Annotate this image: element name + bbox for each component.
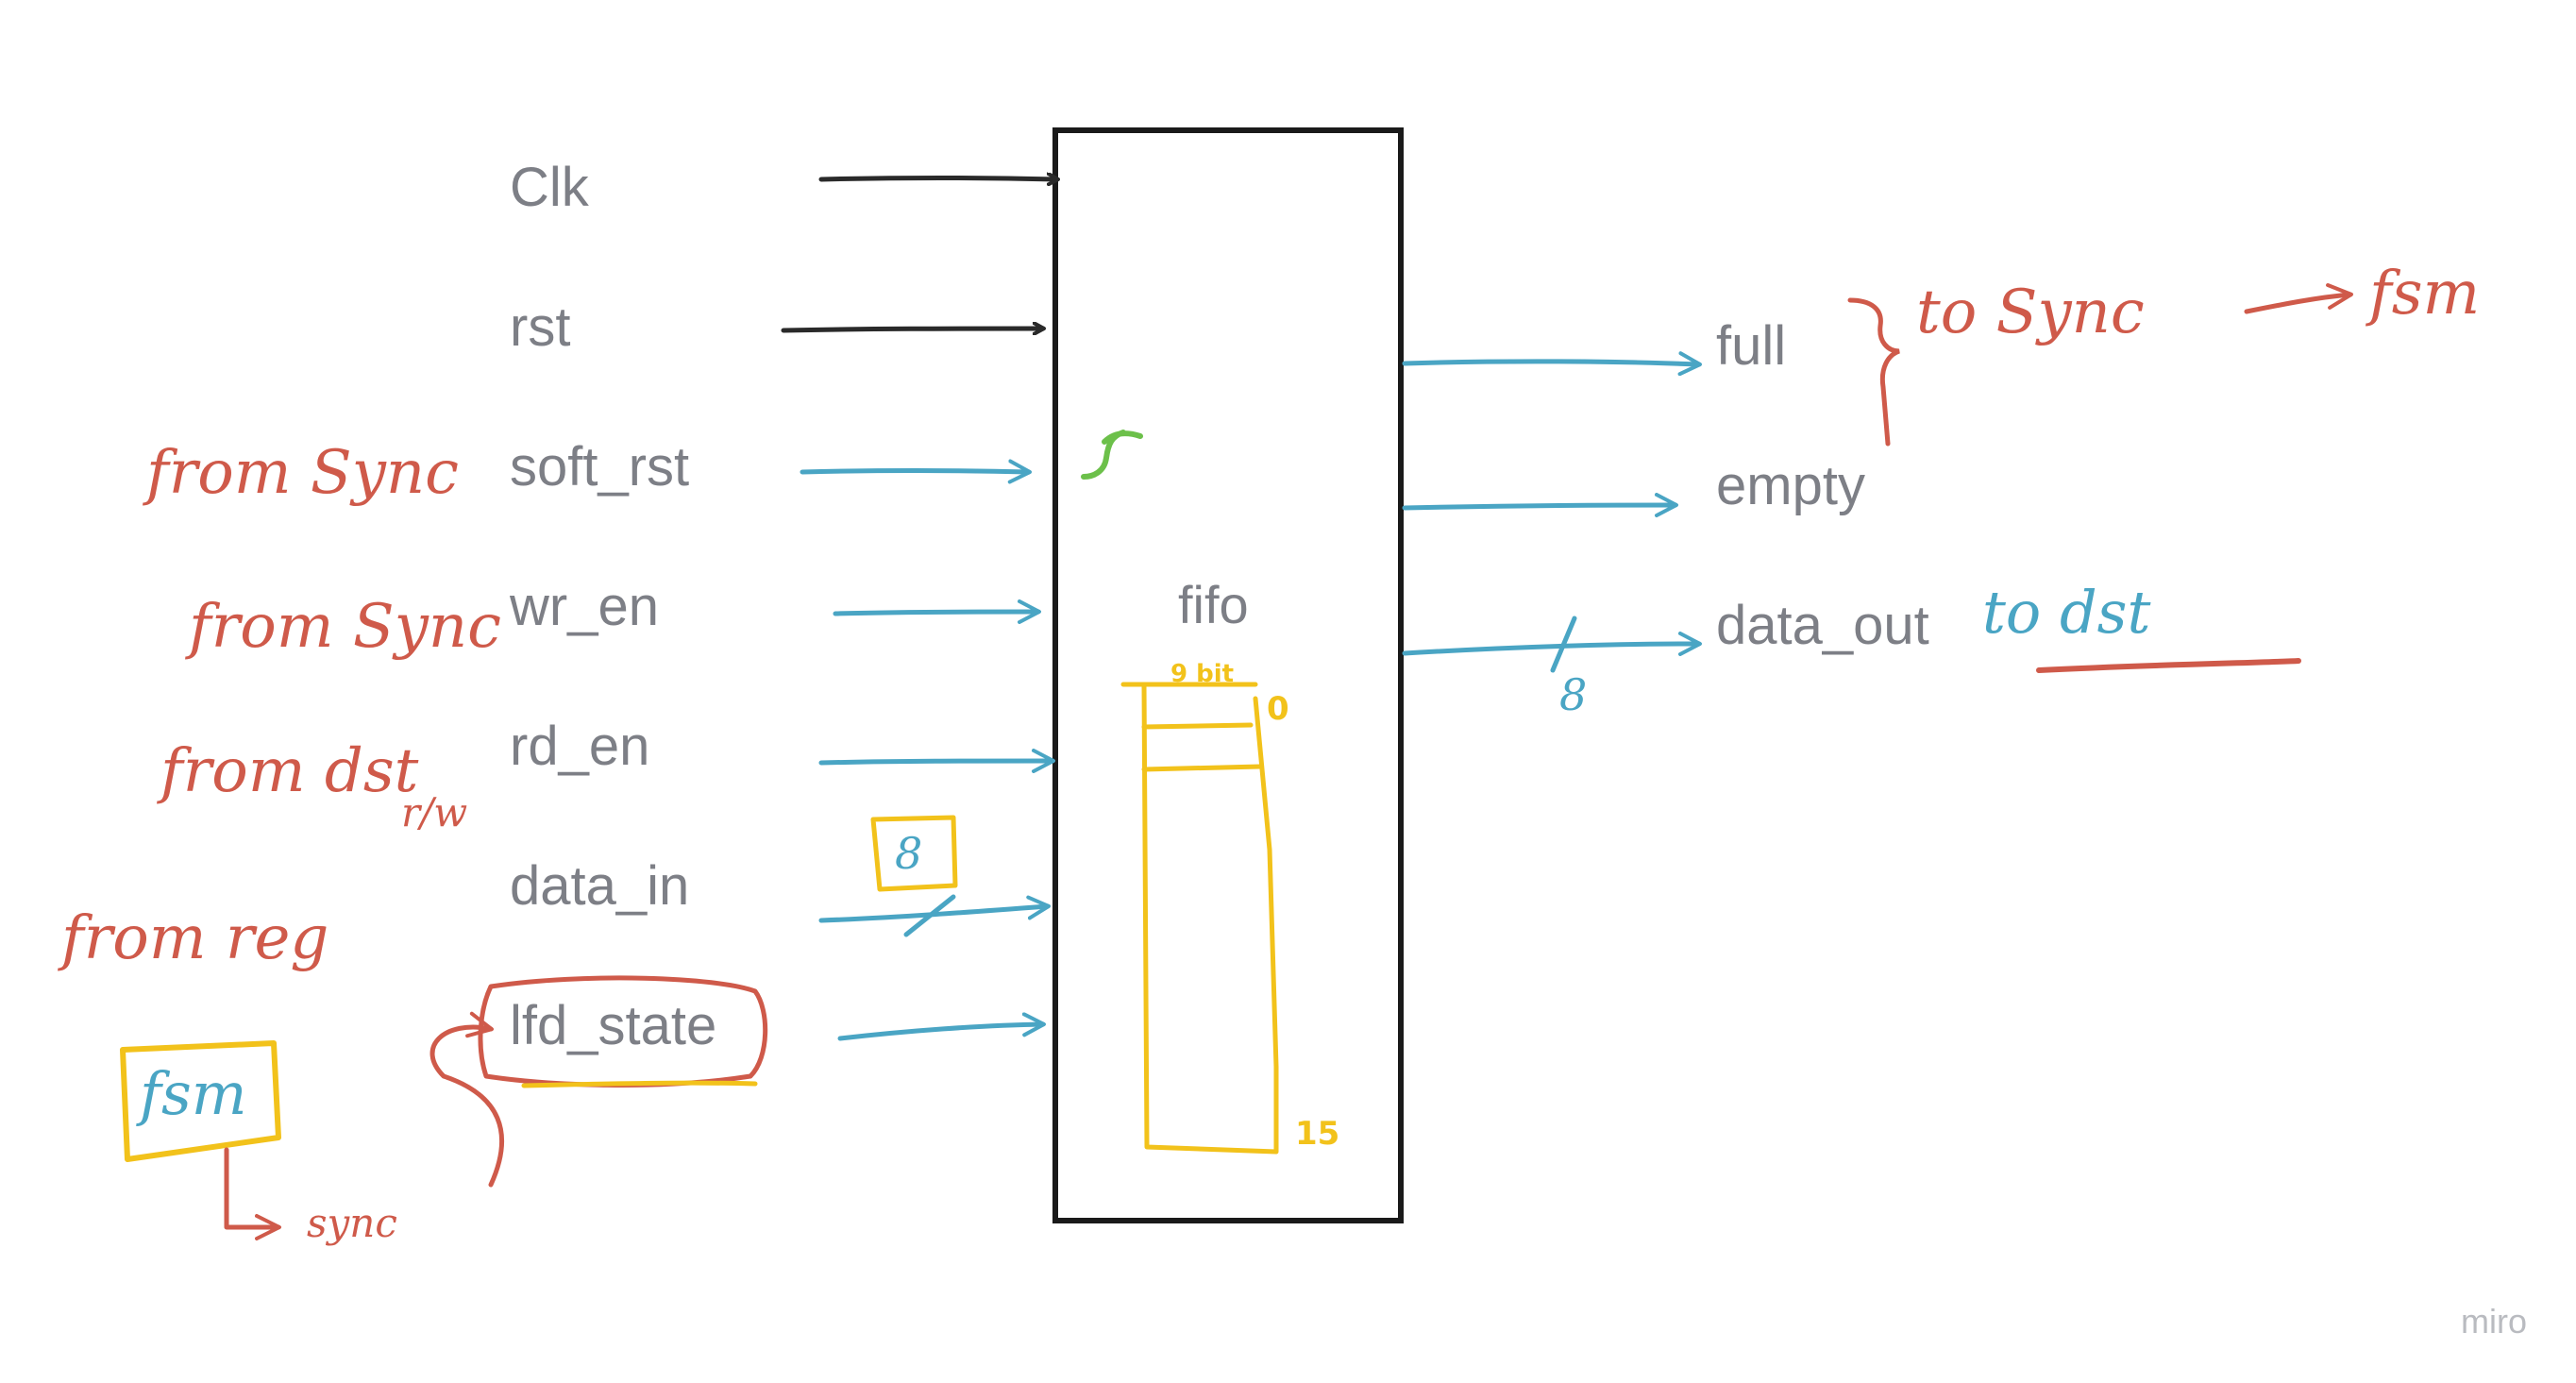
- memory-top-index: 0: [1267, 690, 1289, 728]
- fsm-to-sync-arrow: [224, 1147, 281, 1240]
- note-full-empty-to-sync: to Sync: [1916, 278, 2145, 347]
- output-label-empty: empty: [1716, 455, 1865, 516]
- arrow-rd-en: [818, 749, 1055, 774]
- fifo-block-label: fifo: [1178, 575, 1249, 634]
- note-from-reg: from reg: [58, 903, 328, 973]
- input-label-rst: rst: [510, 296, 570, 358]
- memory-row-line-1: [1141, 722, 1254, 730]
- note-from-sync-soft-rst: from Sync: [143, 438, 459, 508]
- lfd-state-highlight: [478, 975, 768, 1088]
- input-label-wr-en: wr_en: [509, 576, 659, 637]
- input-label-rd-en: rd_en: [510, 716, 649, 777]
- data-in-bus-slash: [903, 894, 956, 937]
- input-label-soft-rst: soft_rst: [510, 436, 689, 498]
- memory-outline: [1141, 682, 1279, 1155]
- input-label-data-in: data_in: [510, 855, 689, 917]
- data-in-width-label: 8: [895, 828, 922, 879]
- full-empty-brace: [1847, 297, 1901, 447]
- note-data-out-to-dst: to dst: [1982, 578, 2150, 647]
- arrow-rst: [781, 329, 1043, 330]
- input-label-lfd-state: lfd_state: [510, 995, 716, 1056]
- data-out-underline: [2036, 658, 2301, 673]
- data-out-bus-slash: [1550, 616, 1577, 673]
- memory-bottom-index: 15: [1295, 1115, 1339, 1153]
- fsm-box: [120, 1040, 281, 1162]
- sync-to-fsm-arrow: [2244, 283, 2353, 314]
- output-label-data-out: data_out: [1716, 595, 1929, 656]
- green-mark-icon: [1081, 430, 1143, 480]
- note-fsm-dest: fsm: [2366, 259, 2480, 329]
- miro-watermark: miro: [2461, 1302, 2527, 1341]
- note-sync: sync: [307, 1200, 397, 1246]
- arrow-full: [1402, 351, 1702, 377]
- arrow-lfd-state: [837, 1012, 1046, 1041]
- memory-array: 9 bit 0 15: [1120, 660, 1339, 1155]
- lfd-state-underline: [521, 1080, 758, 1088]
- input-label-clk: Clk: [510, 157, 590, 218]
- note-from-sync-wr-en: from Sync: [185, 592, 501, 662]
- data-out-width-label: 8: [1559, 669, 1587, 720]
- fsm-box-label: fsm: [136, 1059, 247, 1128]
- memory-row-line-2: [1141, 764, 1263, 772]
- output-label-full: full: [1716, 315, 1786, 377]
- arrow-soft-rst: [800, 459, 1032, 484]
- sync-to-lfd-state-arrow: [429, 1011, 505, 1188]
- note-from-dst: from dst: [157, 736, 419, 806]
- fifo-block: [1052, 127, 1404, 1223]
- memory-width-label: 9 bit: [1170, 660, 1234, 688]
- arrow-clk: [818, 178, 1057, 180]
- data-in-width-box: [870, 815, 958, 892]
- arrow-empty: [1402, 493, 1678, 518]
- arrow-data-out: [1402, 632, 1702, 657]
- arrow-wr-en: [833, 599, 1041, 625]
- note-rw: r/w: [401, 789, 467, 835]
